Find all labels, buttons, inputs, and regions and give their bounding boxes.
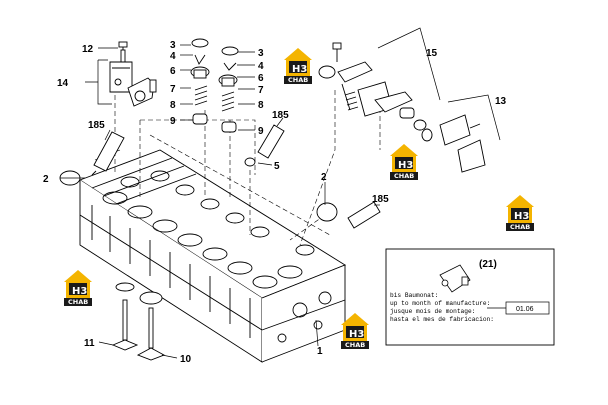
- svg-text:CHAB: CHAB: [68, 298, 88, 306]
- svg-text:CHAB: CHAB: [345, 341, 365, 349]
- svg-text:H3: H3: [514, 211, 529, 222]
- rocker-assembly-15: [318, 42, 427, 131]
- callout-185-mid: 185: [272, 110, 289, 121]
- note-box: (21) bis Baumonat: up to month of manufa…: [385, 248, 555, 346]
- callout-2-right: 2: [321, 172, 327, 183]
- alignment-lines: [94, 90, 381, 246]
- callout-10: 10: [180, 354, 192, 365]
- callout-7-right: 7: [258, 85, 264, 96]
- valve-intake: [136, 291, 166, 361]
- note-line-fr: jusque mois de montage:: [390, 308, 475, 315]
- callout-185-right: 185: [372, 194, 389, 205]
- svg-text:H3: H3: [398, 160, 413, 171]
- callout-8-left: 8: [170, 100, 176, 111]
- callout-3-right: 3: [258, 48, 264, 59]
- watermark-logo: H3 CHAB: [64, 270, 92, 306]
- callout-8-right: 8: [258, 100, 264, 111]
- note-ref: (21): [479, 259, 497, 270]
- svg-text:CHAB: CHAB: [510, 223, 530, 231]
- injector-right: [316, 201, 381, 229]
- callout-14: 14: [57, 78, 69, 89]
- callout-5: 5: [274, 161, 280, 172]
- callout-9-left: 9: [170, 116, 176, 127]
- note-line-es: hasta el mes de fabricacion:: [390, 316, 494, 323]
- watermark-logo: H3 CHAB: [284, 48, 312, 84]
- leader-lines: [60, 44, 380, 359]
- svg-text:CHAB: CHAB: [394, 172, 414, 180]
- callout-11: 11: [84, 338, 95, 349]
- rocker-arm-13: [421, 114, 486, 173]
- injector-mid: [244, 124, 285, 167]
- svg-text:H3: H3: [292, 64, 307, 75]
- valve-spring-stack-right: [218, 46, 239, 133]
- svg-text:CHAB: CHAB: [288, 76, 308, 84]
- note-date: 01.06: [516, 306, 534, 313]
- watermark-logo: H3 CHAB: [341, 313, 369, 349]
- callout-6-right: 6: [258, 73, 264, 84]
- callout-13: 13: [495, 96, 507, 107]
- valve-exhaust: [111, 282, 139, 351]
- callout-4-right: 4: [258, 61, 264, 72]
- note-line-en: up to month of manufacture:: [390, 300, 490, 307]
- callout-1: 1: [317, 346, 323, 357]
- callout-15: 15: [426, 48, 438, 59]
- callout-3-left: 3: [170, 40, 176, 51]
- callout-185-left: 185: [88, 120, 105, 131]
- note-line-de: bis Baumonat:: [390, 292, 438, 299]
- callout-6-left: 6: [170, 66, 176, 77]
- callout-7-left: 7: [170, 84, 176, 95]
- callout-12: 12: [82, 44, 94, 55]
- callout-4-left: 4: [170, 51, 176, 62]
- cylinder-head: [79, 149, 346, 363]
- callout-2-left: 2: [43, 174, 49, 185]
- svg-text:H3: H3: [349, 329, 364, 340]
- watermark-logo: H3 CHAB: [390, 144, 418, 180]
- callout-9-right: 9: [258, 126, 264, 137]
- svg-text:H3: H3: [72, 286, 87, 297]
- watermark-logo: H3 CHAB: [506, 195, 534, 231]
- rocker-bracket-left: [109, 41, 157, 107]
- valve-spring-stack-left: [190, 38, 210, 125]
